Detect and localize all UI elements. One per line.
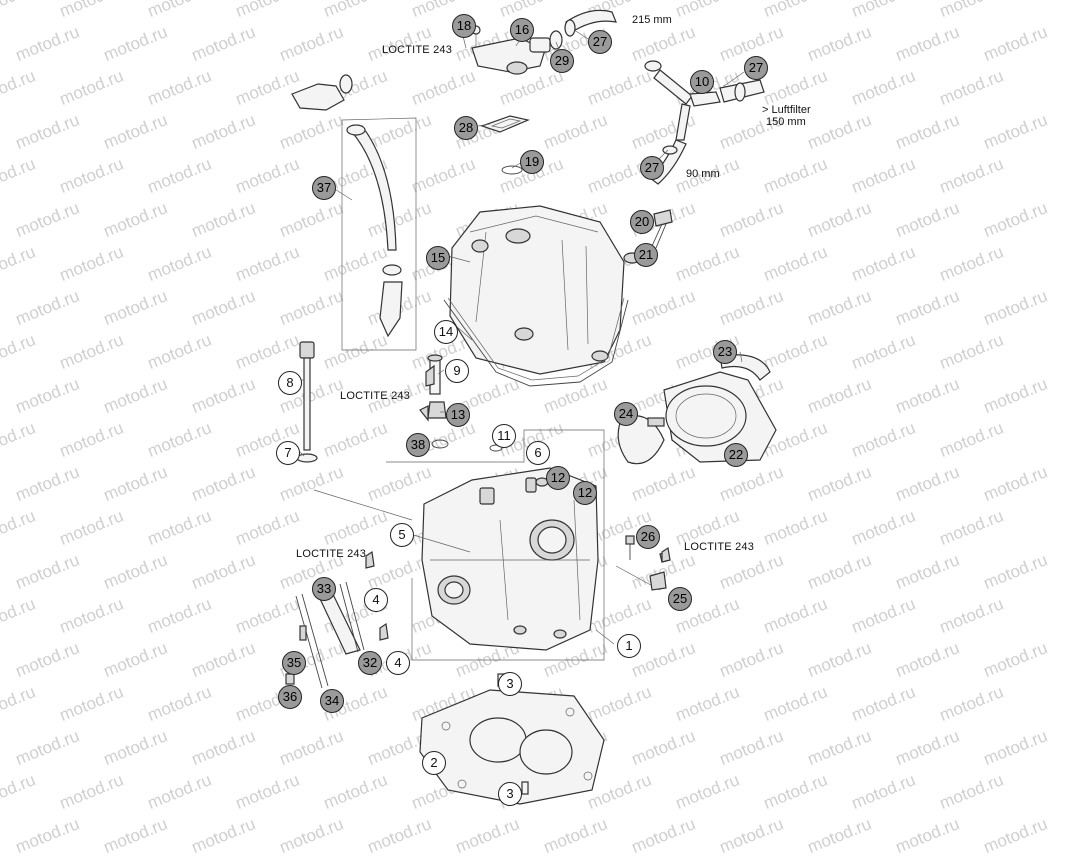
watermark-text: motod.ru	[276, 814, 347, 857]
callout-27[interactable]: 27	[640, 156, 664, 180]
cylinder-head	[421, 467, 599, 651]
callout-12[interactable]: 12	[573, 481, 597, 505]
callout-16[interactable]: 16	[510, 18, 534, 42]
stud-32	[339, 581, 365, 653]
hose-length-90: 90 mm	[686, 168, 720, 180]
gasket-28	[480, 115, 530, 133]
head-gasket	[419, 689, 605, 805]
watermark-text: motod.ru	[452, 814, 523, 857]
intake-boot-22	[663, 371, 777, 463]
callout-26[interactable]: 26	[636, 525, 660, 549]
hose-length-215: 215 mm	[632, 14, 672, 26]
callout-10[interactable]: 10	[690, 70, 714, 94]
callout-3[interactable]: 3	[498, 672, 522, 696]
callout-20[interactable]: 20	[630, 210, 654, 234]
callout-37[interactable]: 37	[312, 176, 336, 200]
vent-hose-assembly	[644, 60, 765, 185]
callout-6[interactable]: 6	[526, 441, 550, 465]
cover-screw-20	[651, 209, 673, 249]
callout-27[interactable]: 27	[744, 56, 768, 80]
callout-21[interactable]: 21	[634, 243, 658, 267]
cap-13	[419, 401, 447, 422]
callout-36[interactable]: 36	[278, 685, 302, 709]
callout-38[interactable]: 38	[406, 433, 430, 457]
upper-hose	[564, 9, 617, 37]
callout-8[interactable]: 8	[278, 371, 302, 395]
parts-drawing	[285, 9, 777, 805]
callout-4[interactable]: 4	[386, 651, 410, 675]
callout-3[interactable]: 3	[498, 782, 522, 806]
loctite-screw-26: LOCTITE 243	[684, 541, 755, 553]
screw-26	[625, 535, 635, 560]
callout-22[interactable]: 22	[724, 443, 748, 467]
hose-clamp-24	[617, 415, 665, 465]
watermark-text: motod.ru	[12, 814, 83, 857]
exploded-parts-diagram: motod.ru motod.ru motod.ru motod.ru motod.ru…	[0, 0, 1050, 857]
loctite-thermostat: LOCTITE 243	[382, 44, 453, 56]
watermark-text: motod.ru	[100, 814, 171, 857]
o-ring-19	[501, 165, 523, 175]
head-bolt-8	[296, 341, 318, 463]
callout-34[interactable]: 34	[320, 689, 344, 713]
watermark-text: motod.ru	[804, 814, 875, 857]
loctite-small-screws	[365, 546, 671, 641]
callout-15[interactable]: 15	[426, 246, 450, 270]
callout-5[interactable]: 5	[390, 523, 414, 547]
callout-32[interactable]: 32	[358, 651, 382, 675]
valve-cover	[449, 205, 625, 375]
stud-34	[295, 593, 329, 689]
callout-27[interactable]: 27	[588, 30, 612, 54]
hose-clamp-29	[549, 30, 563, 50]
breather-hose-frame	[341, 117, 417, 351]
callout-4[interactable]: 4	[364, 588, 388, 612]
callout-7[interactable]: 7	[276, 441, 300, 465]
thermostat-housing	[471, 25, 551, 75]
watermark-text: motod.ru	[716, 814, 787, 857]
valve-cover-gasket	[443, 299, 629, 387]
callout-23[interactable]: 23	[713, 340, 737, 364]
callout-14[interactable]: 14	[434, 320, 458, 344]
callout-18[interactable]: 18	[452, 14, 476, 38]
callout-19[interactable]: 19	[520, 150, 544, 174]
watermark-text: motod.ru	[980, 814, 1051, 857]
callout-12[interactable]: 12	[546, 466, 570, 490]
callout-2[interactable]: 2	[422, 751, 446, 775]
valve-9	[425, 354, 443, 395]
callout-24[interactable]: 24	[614, 402, 638, 426]
callout-35[interactable]: 35	[282, 651, 306, 675]
loctite-studs-4: LOCTITE 243	[296, 548, 367, 560]
watermark-text: motod.ru	[540, 814, 611, 857]
callout-25[interactable]: 25	[668, 587, 692, 611]
callout-29[interactable]: 29	[550, 49, 574, 73]
callout-9[interactable]: 9	[445, 359, 469, 383]
callout-13[interactable]: 13	[446, 403, 470, 427]
luftfilter-label: > Luftfilter	[762, 104, 811, 116]
luftfilter-length: 150 mm	[766, 116, 806, 128]
callout-28[interactable]: 28	[454, 116, 478, 140]
watermark-text: motod.ru	[892, 814, 963, 857]
callout-1[interactable]: 1	[617, 634, 641, 658]
watermark-text: motod.ru	[364, 814, 435, 857]
callout-33[interactable]: 33	[312, 577, 336, 601]
callout-11[interactable]: 11	[492, 424, 516, 448]
o-ring-38	[431, 439, 449, 449]
watermark-text: motod.ru	[188, 814, 259, 857]
coolant-elbow	[291, 74, 353, 111]
watermark-text: motod.ru	[628, 814, 699, 857]
loctite-valve-9: LOCTITE 243	[340, 390, 411, 402]
